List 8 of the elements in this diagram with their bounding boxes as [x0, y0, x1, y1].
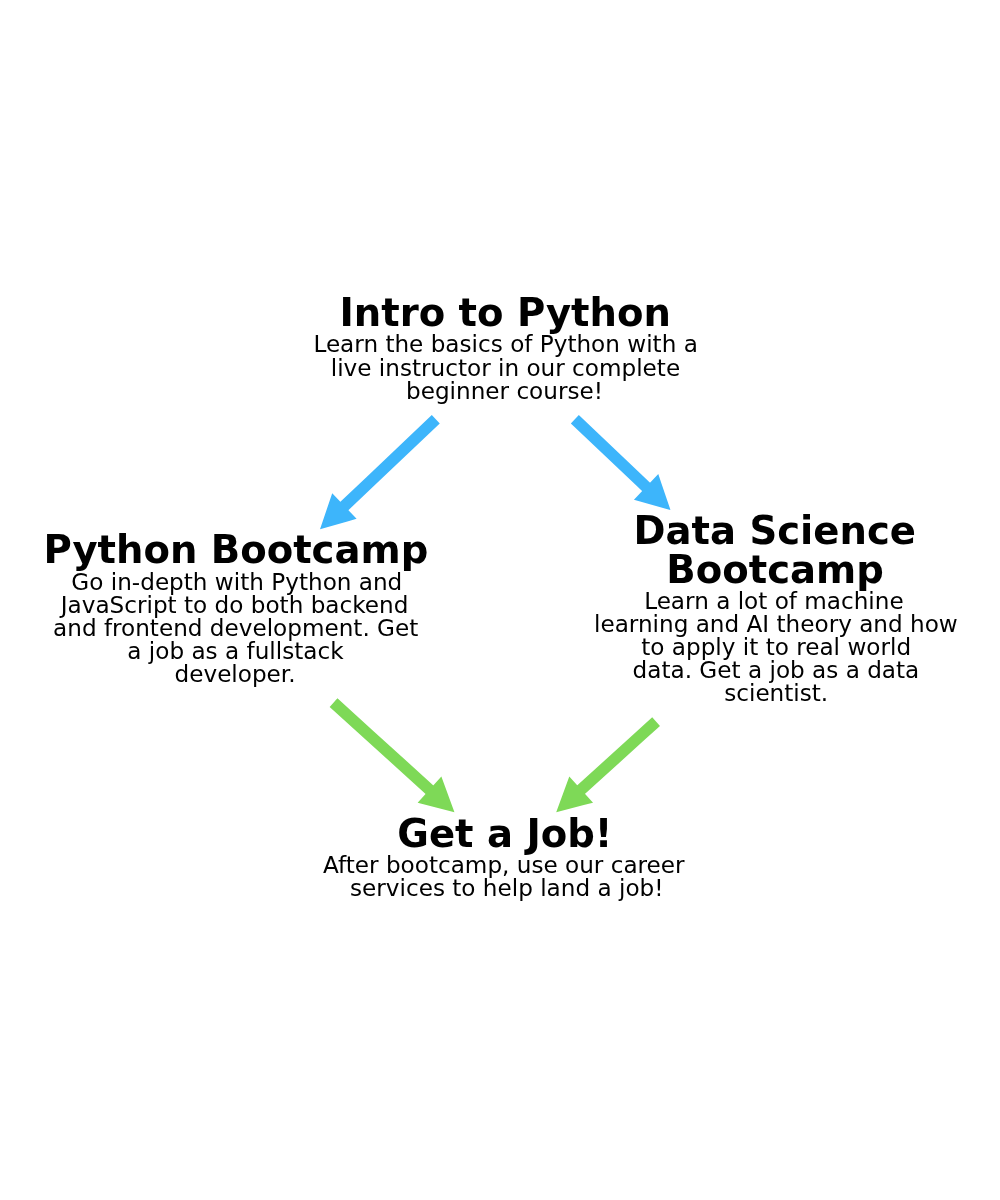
- node-text: Get a Job! After bootcamp, use our career services to help land a job!: [323, 810, 685, 902]
- node-text: Data Science Bootcamp Learn a lot of machine learning and AI theory and how to apply it to real world data. Get a job as a data scientist.: [594, 508, 958, 707]
- node-text: Intro to Python Learn the basics of Python with a live instructor in our complete beginner course!: [313, 290, 698, 404]
- arrow: [556, 717, 660, 813]
- arrow: [570, 415, 671, 511]
- arrow: [329, 698, 455, 813]
- node-text: Python Bootcamp Go in-depth with Python and JavaScript to do both backend and frontend development. Get a job as a fullstack developer.: [43, 527, 429, 688]
- arrow: [320, 415, 440, 530]
